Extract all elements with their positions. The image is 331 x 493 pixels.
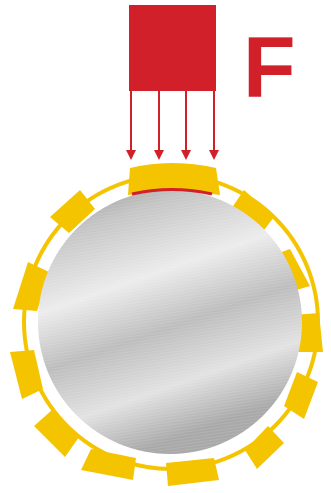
force-block-icon: [129, 5, 216, 91]
bearing-segment-icon: [128, 163, 220, 195]
bearing-segment-icon: [13, 262, 49, 311]
force-label: F: [243, 20, 296, 116]
bearing-segment-icon: [166, 458, 219, 486]
bearing-segment-icon: [10, 350, 43, 399]
bearing-segment-icon: [284, 372, 318, 419]
bearing-segment-icon: [245, 426, 284, 469]
bearing-segment-icon: [229, 190, 274, 238]
bearing-segment-icon: [34, 410, 79, 457]
force-arrows: [126, 91, 219, 160]
bearing-segment-icon: [81, 449, 136, 480]
shaft-brush-texture: [38, 190, 302, 454]
contact-highlight: [131, 188, 213, 196]
bearing-segment-icon: [50, 190, 95, 233]
bearing-segments: [10, 163, 323, 486]
